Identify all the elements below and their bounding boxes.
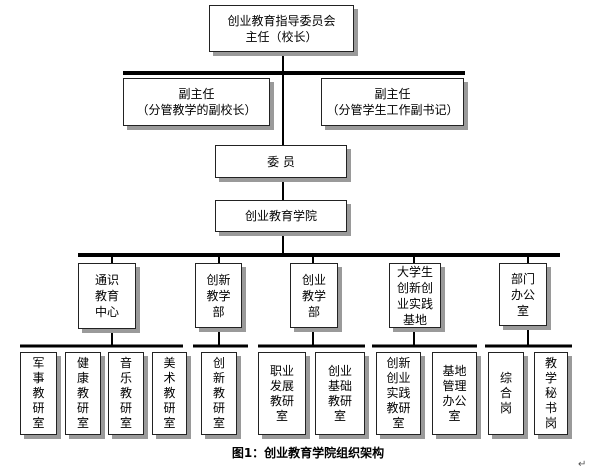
node-label: 委 员	[267, 154, 295, 169]
department-office-node: 部门 办公 室	[499, 263, 547, 326]
node-label: 副主任	[178, 87, 215, 101]
sub-unit-node: 综 合 岗	[488, 352, 524, 435]
node-label: 创新 教学 部	[206, 272, 231, 319]
department-innovation-teaching-node: 创新 教学 部	[195, 263, 242, 328]
sub-unit-node: 职业 发展 教研 室	[258, 352, 306, 435]
department-general-education-node: 通识 教育 中心	[78, 263, 136, 329]
sub-unit-node: 美 术 教 研 室	[152, 352, 187, 435]
department-entrepreneurship-teaching-node: 创业 教学 部	[290, 263, 338, 328]
node-label: 大学生 创新创 业实践 基地	[396, 264, 433, 327]
node-label: （分管教学的副校长）	[136, 103, 257, 117]
sub-unit-node: 健 康 教 研 室	[65, 352, 101, 435]
node-label: 综 合 岗	[499, 371, 512, 415]
top-committee-node: 创业教育指导委员会 主任（校长）	[209, 5, 354, 52]
paragraph-return-mark: ↵	[578, 459, 587, 470]
node-label: （分管学生工作副书记）	[326, 103, 459, 117]
node-label: 创新 创业 实践 教研 室	[386, 356, 411, 430]
node-label: 教 学 秘 书 岗	[544, 356, 557, 430]
sub-unit-node: 创业 基础 教研 室	[315, 352, 365, 435]
deputy-student-affairs-node: 副主任 （分管学生工作副书记）	[321, 78, 464, 126]
node-label: 创业教育学院	[244, 209, 317, 223]
node-label: 通识 教育 中心	[94, 273, 119, 319]
node-label: 职业 发展 教研 室	[269, 363, 294, 423]
node-label: 副主任	[374, 87, 411, 101]
college-node: 创业教育学院	[215, 200, 347, 232]
department-practice-base-node: 大学生 创新创 业实践 基地	[389, 263, 441, 328]
sub-unit-node: 基地 管理 办公 室	[432, 352, 477, 435]
node-label: 健 康 教 研 室	[76, 356, 89, 430]
node-label: 军 事 教 研 室	[32, 356, 45, 430]
sub-unit-node: 创新 创业 实践 教研 室	[376, 352, 421, 435]
node-label: 音 乐 教 研 室	[119, 356, 132, 430]
sub-unit-node: 军 事 教 研 室	[20, 352, 57, 435]
node-label: 部门 办公 室	[510, 271, 535, 318]
node-label: 基地 管理 办公 室	[442, 363, 467, 423]
node-label: 创业 教学 部	[301, 272, 326, 319]
sub-unit-node: 创 新 教 研 室	[201, 352, 237, 435]
figure-caption: 图1：创业教育学院组织架构	[231, 446, 385, 460]
sub-unit-node: 教 学 秘 书 岗	[534, 352, 568, 435]
node-label: 创业教育指导委员会	[227, 13, 336, 28]
members-node: 委 员	[215, 145, 347, 178]
node-label: 创业 基础 教研 室	[327, 363, 352, 423]
node-label: 创 新 教 研 室	[212, 356, 225, 430]
node-label: 主任（校长）	[245, 29, 318, 44]
deputy-teaching-node: 副主任 （分管教学的副校长）	[123, 78, 270, 126]
sub-unit-node: 音 乐 教 研 室	[108, 352, 144, 435]
node-label: 美 术 教 研 室	[163, 356, 176, 430]
